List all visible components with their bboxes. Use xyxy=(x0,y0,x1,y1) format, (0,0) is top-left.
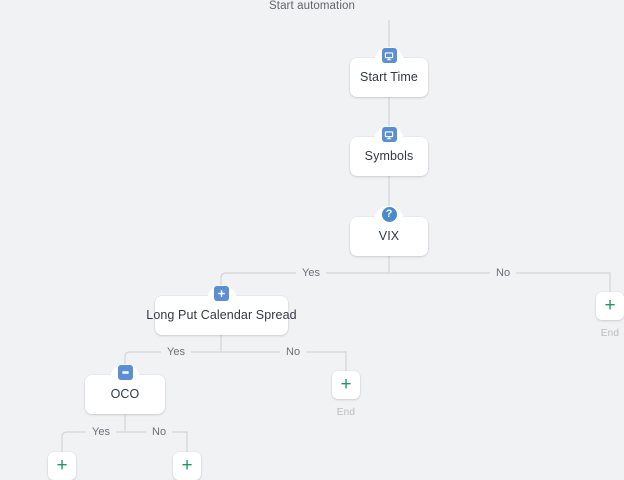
question-glyph: ? xyxy=(385,208,393,220)
badge-wrap-long-put-calendar-spread xyxy=(206,285,237,301)
badge-wrap-start-time xyxy=(374,47,404,63)
monitor-icon xyxy=(381,48,397,63)
node-start-time[interactable]: Start Time xyxy=(350,47,428,97)
monitor-icon xyxy=(381,127,397,142)
branch-label-vix-no: No xyxy=(490,267,517,279)
question-icon: ? xyxy=(381,207,397,222)
node-label-oco: OCO xyxy=(110,387,140,402)
badge-wrap-vix: ? xyxy=(374,206,404,222)
node-label-symbols: Symbols xyxy=(364,149,414,164)
node-oco[interactable]: OCO xyxy=(85,364,165,414)
badge-wrap-symbols xyxy=(374,126,404,142)
add-step-button-oco-yes[interactable]: + xyxy=(48,452,76,480)
plus-icon xyxy=(214,286,229,301)
branch-label-oco-no: No xyxy=(146,426,173,438)
node-symbols[interactable]: Symbols xyxy=(350,126,428,176)
end-caption-vix-no: End xyxy=(600,328,620,339)
plus-icon: + xyxy=(56,455,68,476)
plus-icon: + xyxy=(340,374,352,395)
node-vix[interactable]: ? VIX xyxy=(350,206,428,256)
add-step-button-oco-no[interactable]: + xyxy=(173,452,201,480)
branch-label-oco-yes: Yes xyxy=(86,426,116,438)
add-step-button-vix-no[interactable]: + xyxy=(596,292,624,320)
add-step-button-lpcs-no[interactable]: + xyxy=(332,371,360,399)
plus-icon: + xyxy=(604,295,616,316)
branch-label-vix-yes: Yes xyxy=(296,267,326,279)
node-label-long-put-calendar-spread: Long Put Calendar Spread xyxy=(146,308,297,323)
end-caption-lpcs-no: End xyxy=(336,407,356,418)
branch-label-lpcs-no: No xyxy=(280,346,307,358)
node-label-start-time: Start Time xyxy=(360,70,418,85)
minus-icon xyxy=(117,365,133,380)
start-automation-caption: Start automation xyxy=(269,0,355,12)
plus-icon: + xyxy=(181,455,193,476)
branch-label-lpcs-yes: Yes xyxy=(161,346,191,358)
badge-wrap-oco xyxy=(110,364,140,380)
node-long-put-calendar-spread[interactable]: Long Put Calendar Spread xyxy=(146,285,297,335)
node-label-vix: VIX xyxy=(378,229,400,244)
